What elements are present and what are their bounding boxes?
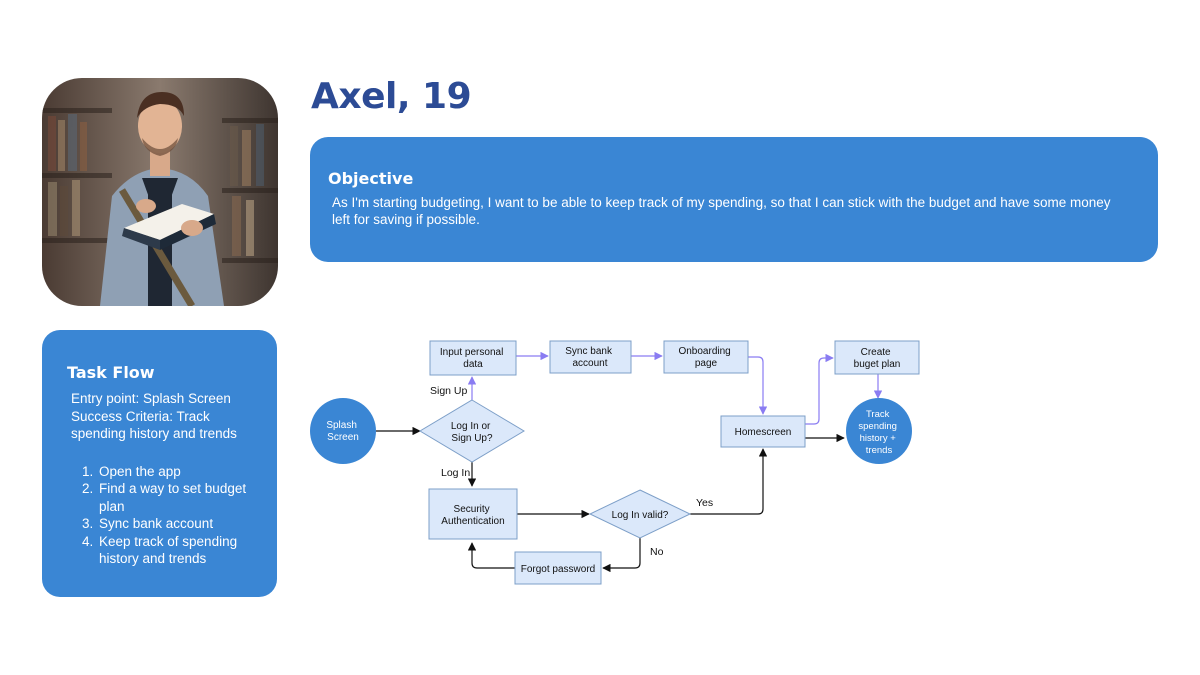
node-security-authentication: Security Authentication: [428, 488, 518, 540]
task-success-criteria: Success Criteria: Track spending history…: [71, 408, 237, 442]
edge-label-no: No: [650, 546, 664, 558]
node-label-line: Onboarding: [678, 346, 730, 357]
task-flow-title: Task Flow: [67, 363, 155, 382]
node-label-line: data: [463, 359, 483, 370]
svg-text:Log In or Sign Up?: Log In or Sign Up?: [451, 421, 493, 444]
node-label-line: Authentication: [441, 516, 504, 527]
node-decision-login-signup: Log In or Sign Up?: [419, 399, 525, 463]
edge-onboarding-to-homescreen: [748, 356, 768, 415]
edge-label-sign-up: Sign Up: [430, 385, 468, 397]
svg-text:Onboarding page: Onboarding page: [678, 346, 733, 369]
edge-label-log-in: Log In: [441, 467, 470, 479]
svg-text:Log In valid?: Log In valid?: [612, 510, 669, 521]
svg-text:Security Authentication: Security Authentication: [441, 504, 504, 527]
node-sync-bank-account: Sync bank account: [549, 340, 632, 374]
node-label-line: page: [695, 358, 718, 369]
node-label-line: Security: [454, 504, 490, 515]
node-input-personal-data: Input personal data: [429, 340, 517, 376]
node-label-line: buget plan: [854, 359, 901, 370]
task-step: Keep track of spending history and trend…: [97, 533, 265, 568]
node-label-line: Log In or: [451, 421, 491, 432]
svg-text:Create buget plan: Create buget plan: [854, 347, 901, 370]
persona-photo-illustration: [42, 78, 278, 306]
task-step: Find a way to set budget plan: [97, 480, 265, 515]
svg-text:Forgot password: Forgot password: [521, 564, 595, 575]
objective-card: Objective As I'm starting budgeting, I w…: [310, 137, 1158, 262]
task-flow-card: Task Flow Entry point: Splash Screen Suc…: [42, 330, 277, 597]
svg-text:Splash Screen: Splash Screen: [326, 420, 359, 443]
node-label-line: account: [572, 358, 607, 369]
node-homescreen: Homescreen: [720, 415, 806, 448]
svg-text:Homescreen: Homescreen: [735, 427, 792, 438]
node-label-line: spending: [858, 421, 897, 432]
node-label-line: trends: [866, 445, 893, 456]
node-track-spending: Track spending history + trends: [846, 398, 912, 464]
edge-valid-to-forgot: [602, 538, 641, 573]
edge-homescreen-to-create: [805, 353, 834, 425]
node-label-line: Homescreen: [735, 427, 792, 438]
node-onboarding-page: Onboarding page: [663, 340, 749, 374]
node-label-line: Sync bank: [565, 346, 613, 357]
node-label-line: Splash: [326, 420, 357, 431]
node-decision-login-valid: Log In valid?: [588, 489, 692, 539]
edge-valid-to-homescreen: [690, 448, 768, 515]
task-step: Open the app: [97, 463, 265, 481]
node-create-budget-plan: Create buget plan: [834, 340, 920, 375]
svg-text:Track spending his: Track spending history + trends: [858, 409, 899, 456]
persona-name: Axel, 19: [311, 76, 472, 117]
node-splash-screen: Splash Screen: [310, 398, 376, 464]
node-label-line: Create: [861, 347, 891, 358]
node-label-line: history +: [860, 433, 897, 444]
objective-title: Objective: [328, 169, 414, 188]
svg-text:Sync bank account: Sync bank account: [565, 346, 614, 369]
task-steps-list: Open the app Find a way to set budget pl…: [67, 463, 265, 568]
task-flowchart: Sign Up Log In Yes No Splash Screen Log …: [310, 340, 920, 585]
objective-text: As I'm starting budgeting, I want to be …: [332, 195, 1111, 227]
node-label-line: Forgot password: [521, 564, 595, 575]
edge-forgot-to-security: [467, 542, 515, 569]
node-label-line: Sign Up?: [451, 433, 493, 444]
flow-edges: [376, 351, 883, 573]
node-forgot-password: Forgot password: [514, 551, 602, 585]
task-entry-point: Entry point: Splash Screen: [71, 391, 231, 406]
edge-label-yes: Yes: [696, 497, 713, 509]
node-label-line: Log In valid?: [612, 510, 669, 521]
node-label-line: Track: [866, 409, 890, 420]
node-label-line: Input personal: [440, 347, 503, 358]
node-label-line: Screen: [327, 432, 359, 443]
persona-photo: [42, 78, 278, 306]
svg-text:Input personal data: Input personal data: [440, 347, 506, 370]
task-step: Sync bank account: [97, 515, 265, 533]
